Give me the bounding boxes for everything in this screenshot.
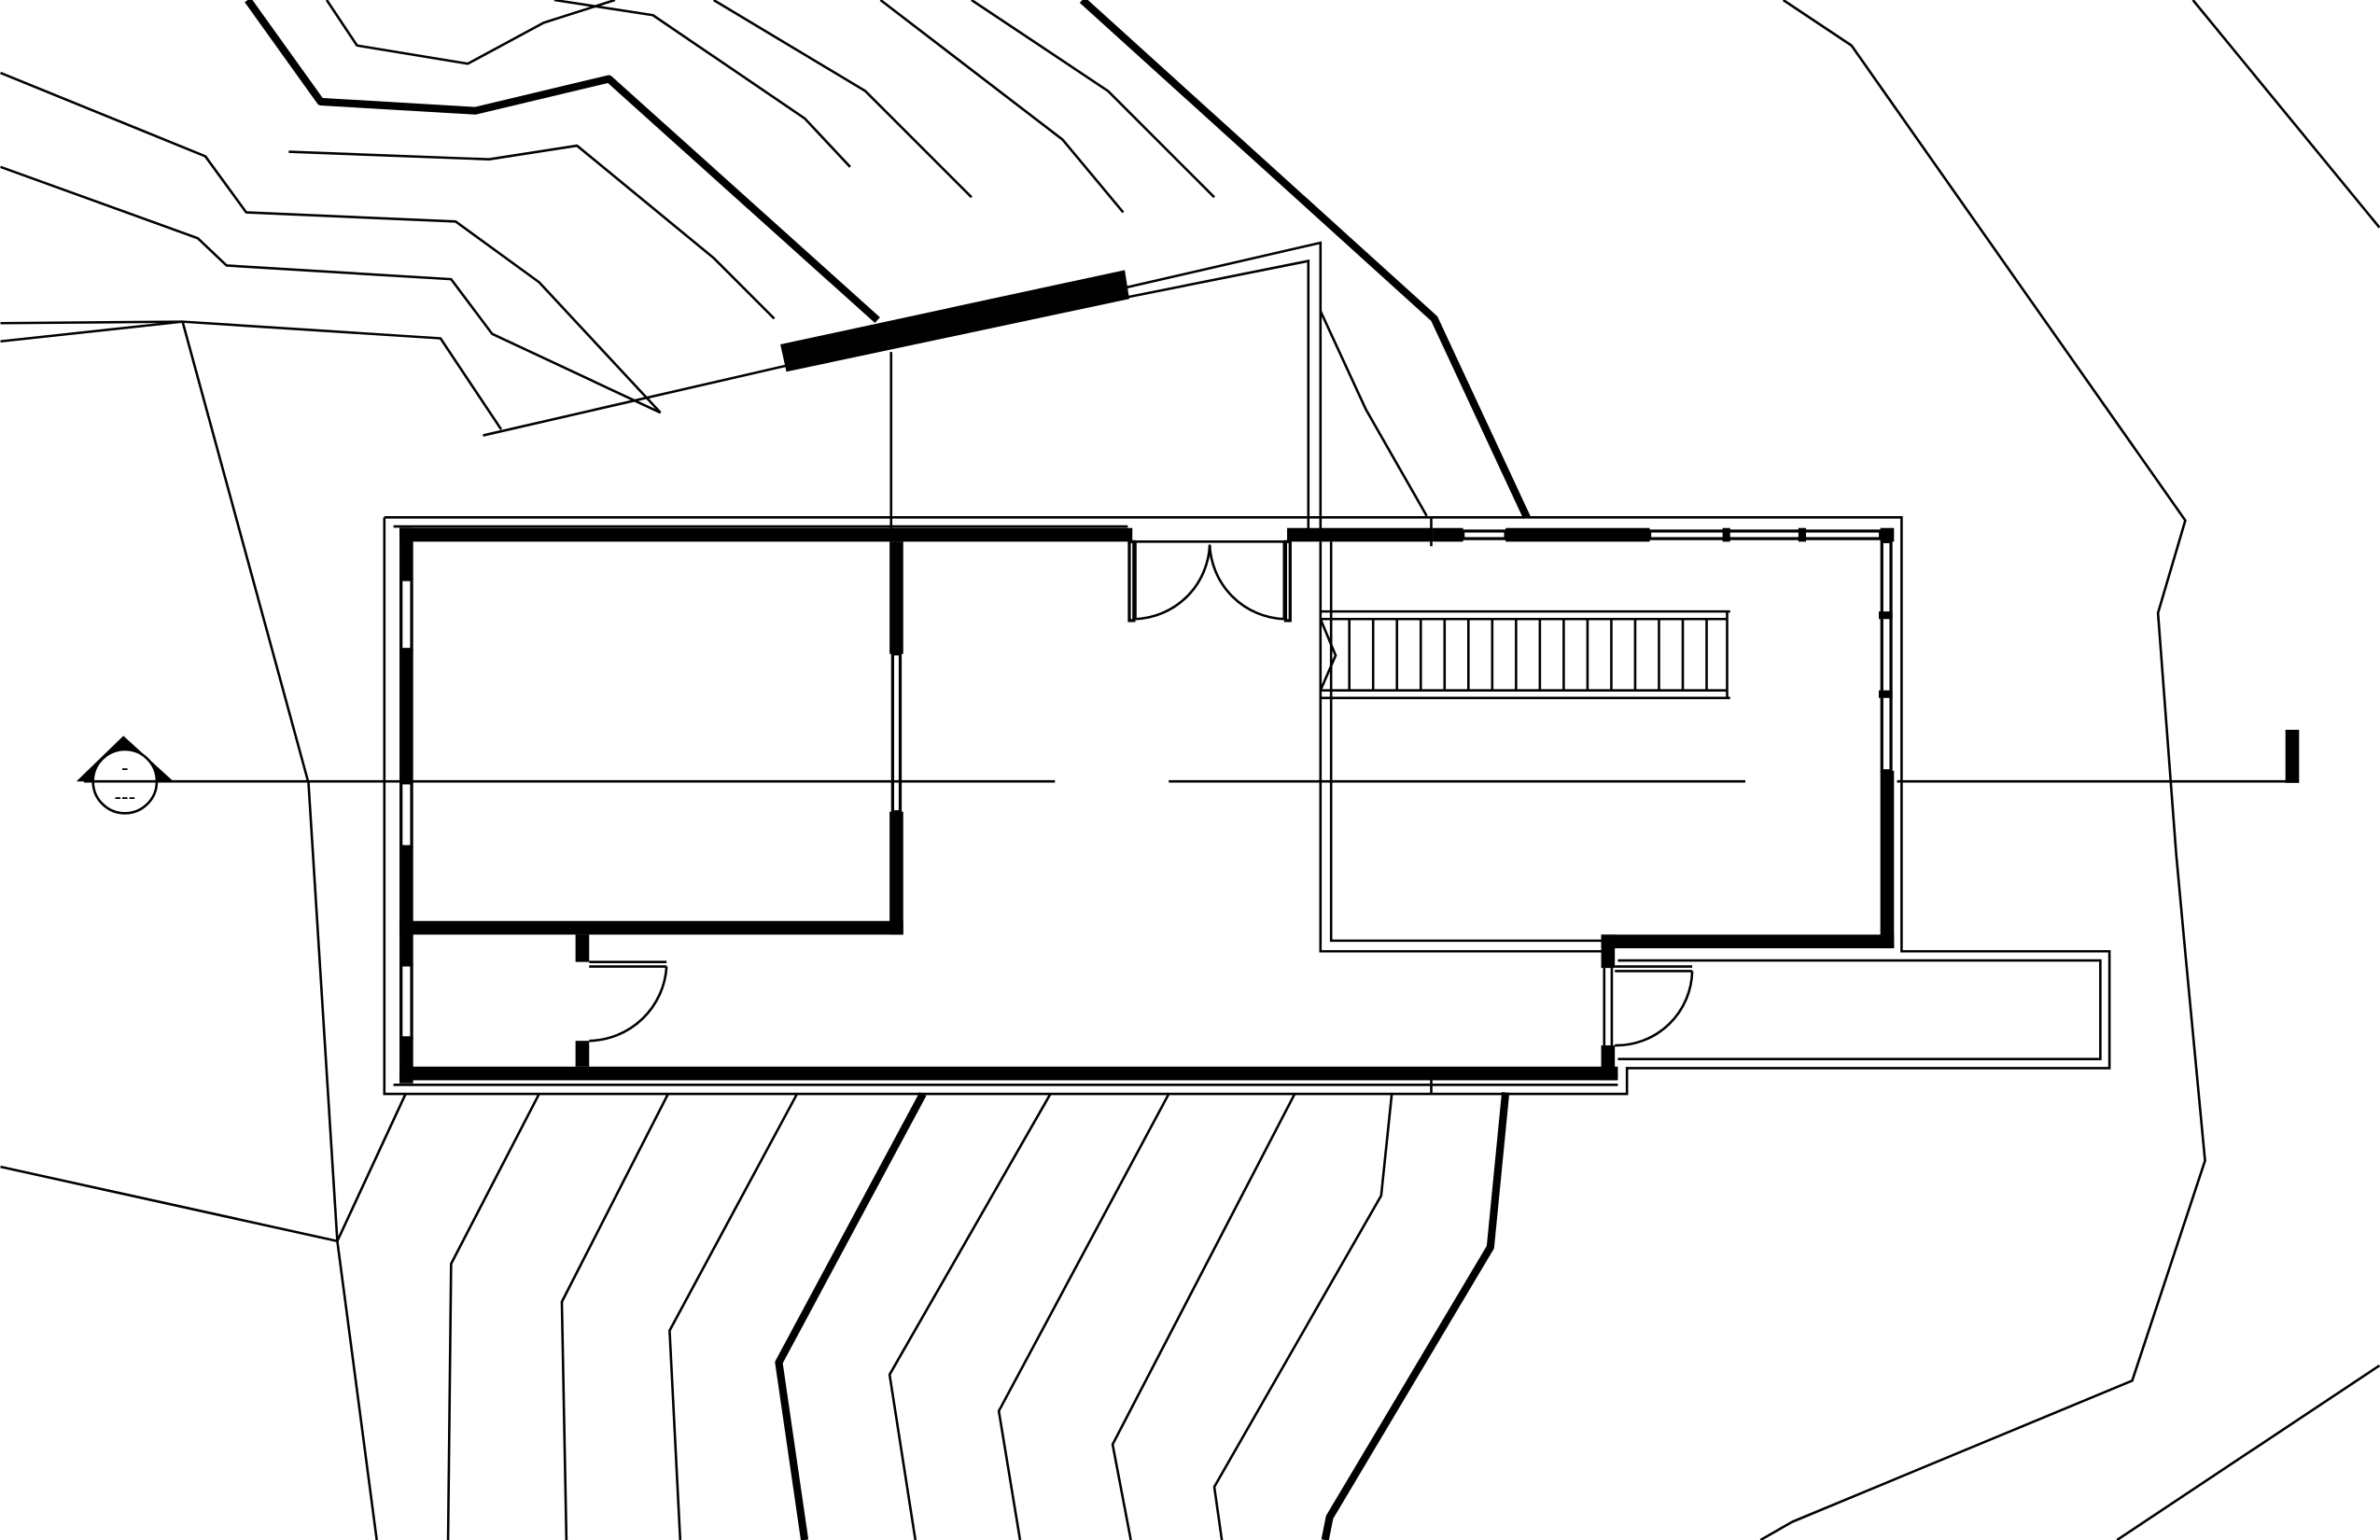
contour-line-major [1079,0,1531,520]
window-mullion [1722,527,1730,542]
section-line [91,729,2300,783]
bathroom-door-jamb [575,934,590,962]
wall-south [399,1066,1618,1081]
contour-line [288,144,776,320]
contour-line-major [245,0,880,324]
wall-south-east [1601,934,1895,949]
canopy-outline-inner [1126,259,1310,531]
window-mullion [1879,611,1893,620]
wall-corner-post [1880,527,1895,542]
partition-room-east [889,811,903,935]
window-north [1647,529,1883,540]
terrace-edge [1617,959,2102,1060]
contour-line [553,0,851,168]
section-marker: - --- [76,735,174,815]
contour-line [668,1093,799,1540]
bathroom-door-jamb [575,1041,590,1067]
entry-door-jamb [1127,539,1136,623]
contour-line [0,165,662,414]
contour-line [888,1093,1052,1540]
retaining-wall [780,270,1129,372]
stair-void-edge [1329,541,1602,943]
section-marker-top-label: - [121,756,129,780]
contour-line [325,0,616,65]
roof-canopy [483,241,1323,531]
sliding-door-panel [890,652,903,814]
contour-line [971,0,1215,199]
contour-line [560,1093,669,1540]
staircase [1319,609,1730,700]
window-west [399,781,413,848]
contour-line [2191,0,2380,229]
stair-break-line [1319,618,1337,692]
window-mullion [1798,527,1806,542]
exterior-walls [399,527,1895,1084]
contour-line-major [1321,1092,1510,1540]
wall-east-lower [1880,770,1895,949]
section-arrow-icon [76,735,174,815]
window-north [1461,529,1507,540]
interior-walls [399,539,1602,1067]
entry-double-door[interactable] [1133,540,1288,621]
wall-north-west [399,527,1133,542]
wall-west-segment [399,527,413,580]
section-marker-bottom-label: --- [114,785,135,809]
wall-east-jamb [1601,934,1616,969]
contour-line [712,0,973,199]
partition-room-east [889,541,903,654]
contour-line [0,71,662,414]
contour-line [997,1093,1170,1540]
wall-west-segment [399,847,413,965]
doors [589,540,1694,1047]
window-west [399,578,413,651]
contour-line [1111,1093,1296,1540]
contour-line [0,320,503,430]
contour-line [1759,0,2206,1540]
bathroom-door[interactable] [589,960,668,1043]
partition-room-south [399,920,903,935]
wall-north-middle [1287,527,1434,542]
contour-line [2116,1364,2380,1540]
window-east [1880,539,1893,773]
window-west [399,963,413,1040]
outer-slab-edge [383,516,2111,1096]
contour-line [0,320,407,1243]
contour-line [879,0,1125,214]
contour-line [446,1093,540,1540]
wall-west-segment [399,649,413,783]
wall-east-jamb [1601,1045,1616,1081]
entry-door-jamb [1283,539,1292,623]
contour-line [1212,1093,1393,1540]
terrace-door[interactable] [1603,965,1694,1047]
windows [399,527,1893,1040]
canopy-outline [483,241,1323,531]
window-mullion [1879,690,1893,698]
contour-line [0,1165,378,1540]
contour-line [1319,310,1428,517]
wall-north-east-segment [1433,527,1463,542]
wall-north-east-segment [1505,527,1650,542]
building-outline [383,516,2111,1096]
contour-line-major [775,1092,927,1540]
section-end-tick [2285,729,2300,783]
stair-void-edge [1319,541,1602,953]
